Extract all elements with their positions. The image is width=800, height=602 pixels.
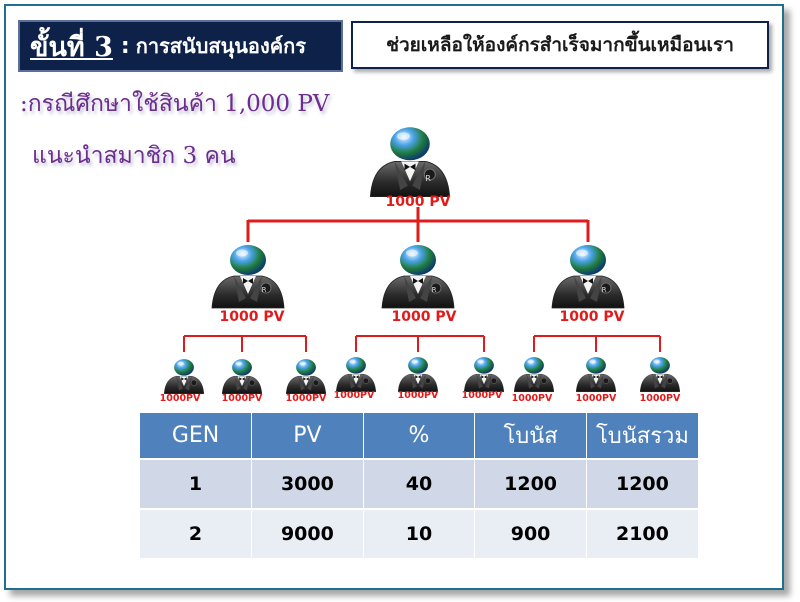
table-cell: 40	[363, 458, 476, 509]
root-member: R 1000 PV	[369, 126, 451, 210]
level1-member: R 1000 PV	[381, 244, 457, 325]
level2-pv-label: 1000PV	[576, 393, 617, 404]
badge-letter: R	[602, 286, 607, 294]
header-bonus: โบนัส	[474, 413, 587, 459]
step-title: การสนับสนุนองค์กร	[135, 34, 306, 58]
case-study-line2: แนะนำสมาชิก 3 คน	[32, 143, 236, 169]
member-icon	[639, 356, 681, 393]
root-pv-label: 1000 PV	[386, 194, 451, 210]
bonus-table-wrapper: GEN PV % โบนัส โบนัสรวม 1 3000 40 1200 1…	[140, 413, 698, 558]
level1-pv-label: 1000 PV	[560, 309, 625, 325]
level2-pv-label: 1000PV	[512, 393, 553, 404]
member-icon	[575, 356, 617, 393]
member-icon	[285, 358, 327, 395]
table-header-row: GEN PV % โบนัส โบนัสรวม	[140, 413, 698, 459]
table-cell: 10	[363, 508, 476, 558]
table-cell: 9000	[251, 508, 364, 558]
member-icon	[211, 244, 285, 309]
level2-pv-label: 1000PV	[160, 393, 201, 404]
table-cell: 1	[140, 458, 253, 509]
level2-pv-label: 1000PV	[286, 393, 327, 404]
table-cell: 2	[140, 508, 253, 558]
level2-pv-label: 1000PV	[398, 390, 439, 401]
level2-pv-label: 1000PV	[462, 390, 503, 401]
badge-letter: R	[425, 174, 431, 183]
member-icon	[163, 358, 205, 395]
tagline-box: ช่วยเหลือให้องค์กรสำเร็จมากขึ้นเหมือนเรา	[351, 21, 769, 69]
header-total-bonus: โบนัสรวม	[586, 413, 698, 459]
table-cell: 3000	[251, 458, 364, 509]
level2-members: 1000PV 1000PV 1000PV 1000PV 1000PV 1000P…	[160, 356, 681, 404]
step-colon: :	[120, 33, 130, 59]
connector-lines	[183, 207, 661, 352]
step-number: ขั้นที่ 3	[30, 31, 113, 63]
level2-pv-label: 1000PV	[222, 393, 263, 404]
member-icon	[335, 356, 377, 393]
level2-pv-label: 1000PV	[640, 393, 681, 404]
level1-member: R 1000 PV	[551, 244, 625, 325]
header-gen: GEN	[140, 413, 253, 459]
level1-pv-label: 1000 PV	[392, 309, 457, 325]
table-cell: 1200	[586, 458, 698, 509]
header-pv: PV	[251, 413, 364, 459]
table-row: 2 9000 10 900 2100	[140, 508, 698, 558]
member-icon	[513, 356, 555, 393]
member-icon	[369, 126, 451, 198]
member-icon	[221, 358, 263, 395]
member-icon	[381, 244, 455, 309]
member-icon	[463, 356, 505, 393]
table-row: 1 3000 40 1200 1200	[140, 458, 698, 509]
level1-member: R 1000 PV	[211, 244, 285, 325]
bonus-table: GEN PV % โบนัส โบนัสรวม 1 3000 40 1200 1…	[140, 413, 698, 558]
level1-pv-label: 1000 PV	[220, 309, 285, 325]
table-cell: 1200	[474, 458, 587, 509]
member-icon	[397, 356, 439, 393]
member-icon	[551, 244, 625, 309]
table-cell: 900	[474, 508, 587, 558]
step-title-box: ขั้นที่ 3 : การสนับสนุนองค์กร	[18, 20, 343, 72]
level2-pv-label: 1000PV	[334, 390, 375, 401]
badge-letter: R	[262, 286, 267, 294]
badge-letter: R	[432, 286, 437, 294]
case-study-line1: :กรณีศึกษาใช้สินค้า 1,000 PV	[20, 91, 330, 117]
header-percent: %	[363, 413, 476, 459]
table-cell: 2100	[586, 508, 698, 558]
